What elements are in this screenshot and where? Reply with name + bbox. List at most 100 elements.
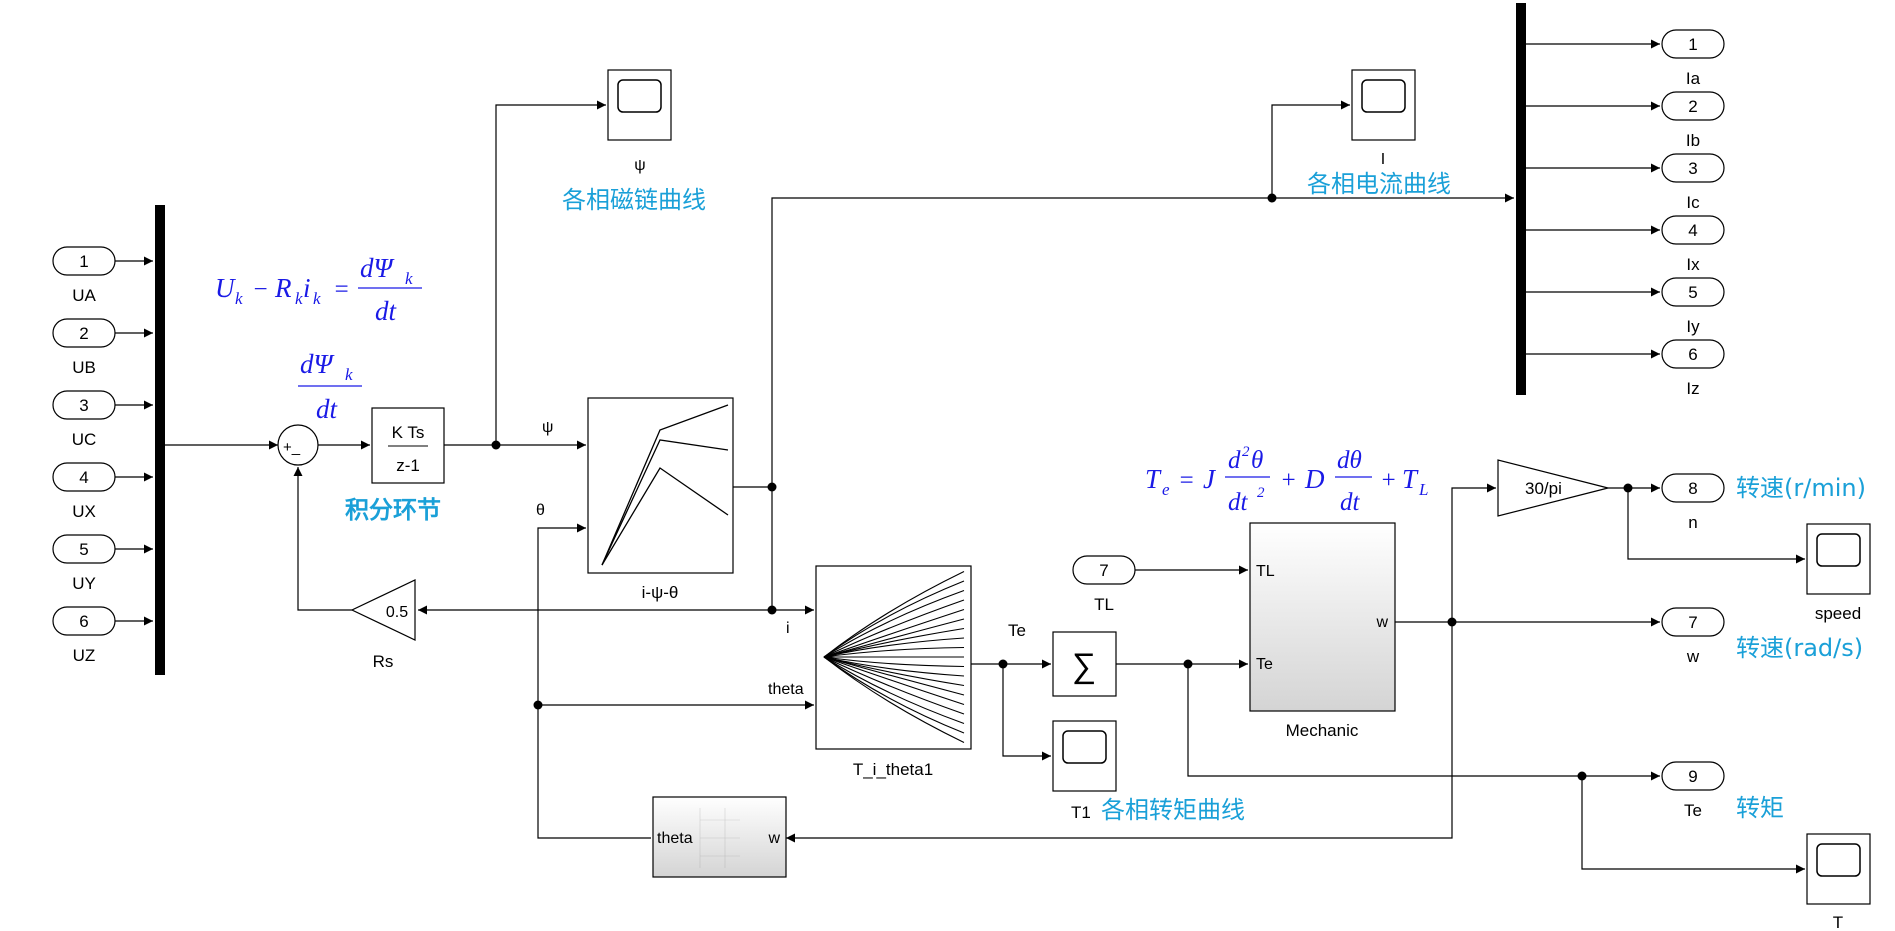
annotation-integral: 积分环节 — [345, 496, 441, 524]
outport-ic[interactable]: 3 — [1661, 153, 1725, 183]
svg-text:θ: θ — [1251, 447, 1263, 474]
svg-text:d: d — [1228, 447, 1241, 474]
wire-to-t-scope — [1581, 776, 1805, 874]
gain-rs-label: Rs — [373, 652, 394, 671]
wire-rs-to-sum — [293, 467, 352, 611]
inport-tl[interactable]: 7 — [1072, 555, 1136, 585]
torque-curve-line — [823, 599, 965, 658]
svg-text:=: = — [333, 276, 350, 303]
wire-to-current-scope — [1271, 100, 1350, 198]
outport-n-label: n — [1688, 513, 1697, 532]
lookup-psi-label: i-ψ-θ — [642, 583, 679, 602]
svg-text:k: k — [345, 365, 353, 384]
outport-label: Ia — [1686, 69, 1701, 88]
gain-rs-block[interactable]: 0.5 — [350, 579, 416, 641]
inport-number: 1 — [79, 252, 88, 271]
outport-ib[interactable]: 2 — [1661, 91, 1725, 121]
scope-speed-label: speed — [1815, 604, 1861, 623]
svg-text:dΨ: dΨ — [360, 253, 396, 283]
mechanic-subsystem-block[interactable]: TL Te w — [1249, 522, 1396, 712]
outport-ia[interactable]: 1 — [1661, 29, 1725, 59]
torque-curve-line — [823, 646, 965, 658]
outport-iy[interactable]: 5 — [1661, 277, 1725, 307]
gain-speed-block[interactable]: 30/pi — [1497, 459, 1609, 517]
torque-curve-line — [823, 656, 965, 696]
equation-mechanical: T e = J d 2 θ dt 2 + D dθ dt + T L — [1145, 444, 1428, 516]
torque-curve-line — [823, 589, 965, 658]
annotation-torque: 转矩 — [1736, 794, 1784, 822]
lookup-torque-block[interactable] — [815, 565, 972, 750]
demux-bar[interactable] — [1516, 3, 1526, 395]
equation-voltage: U k − R k i k = dΨ k dt — [215, 253, 422, 326]
inport-number: 2 — [79, 324, 88, 343]
scope-current[interactable] — [1351, 69, 1416, 141]
inport-number: 5 — [79, 540, 88, 559]
torque-curve-line — [823, 656, 965, 706]
inport-ua[interactable]: 1 — [52, 246, 116, 276]
sigma-symbol: ∑ — [1072, 647, 1096, 685]
outport-te-number: 9 — [1688, 767, 1697, 786]
signal-label-te: Te — [1008, 621, 1026, 640]
svg-text:k: k — [235, 289, 243, 308]
lookup-i-psi-theta-block[interactable] — [587, 397, 734, 574]
outport-ix[interactable]: 4 — [1661, 215, 1725, 245]
theta-block-port-out: theta — [657, 830, 693, 847]
outport-n[interactable]: 8 — [1661, 473, 1725, 503]
mux-bar[interactable] — [155, 205, 165, 675]
inport-label: UC — [72, 430, 97, 449]
svg-text:D: D — [1304, 464, 1325, 494]
scope-t-label: T — [1833, 913, 1843, 931]
outport-number: 4 — [1688, 221, 1697, 240]
inport-label: UA — [72, 286, 96, 305]
signal-label-theta: θ — [536, 502, 545, 519]
inport-uc[interactable]: 3 — [52, 390, 116, 420]
annotation-speed-rads: 转速(rad/s) — [1736, 634, 1863, 662]
sum-block[interactable]: +_ — [277, 424, 319, 466]
wire-w-to-gain — [1451, 483, 1496, 622]
svg-text:J: J — [1203, 464, 1217, 494]
torque-curve-line — [823, 656, 965, 734]
svg-text:+: + — [1280, 467, 1297, 494]
scope-psi[interactable] — [607, 69, 672, 141]
inport-ux[interactable]: 4 — [52, 462, 116, 492]
svg-text:k: k — [405, 269, 413, 288]
theta-subsystem-block[interactable]: theta w — [652, 796, 787, 878]
torque-curve-line — [823, 656, 965, 743]
scope-t[interactable] — [1806, 833, 1871, 905]
outport-w-label: w — [1686, 647, 1700, 666]
inport-label: UY — [72, 574, 96, 593]
sum-of-elements-block[interactable]: ∑ — [1052, 631, 1117, 697]
scope-current-label: I — [1381, 151, 1385, 168]
outport-iz[interactable]: 6 — [1661, 339, 1725, 369]
inport-uy[interactable]: 5 — [52, 534, 116, 564]
signal-label-theta-in: theta — [768, 681, 804, 698]
wire-to-psi-scope — [495, 100, 606, 445]
svg-text:dt: dt — [1228, 489, 1249, 516]
svg-text:k: k — [313, 289, 321, 308]
scope-psi-label: ψ — [634, 157, 645, 174]
torque-curve-line — [823, 608, 965, 658]
inport-label: UB — [72, 358, 96, 377]
wire-current-to-torque — [771, 487, 814, 615]
annotation-speed-rpm: 转速(r/min) — [1736, 474, 1866, 502]
mechanic-port-tl: TL — [1256, 563, 1275, 580]
svg-text:dt: dt — [375, 296, 398, 326]
outport-w[interactable]: 7 — [1661, 607, 1725, 637]
svg-text:2: 2 — [1242, 444, 1250, 460]
svg-text:2: 2 — [1257, 485, 1265, 501]
integrator-numerator: K Ts — [392, 423, 425, 442]
inport-ub[interactable]: 2 — [52, 318, 116, 348]
outport-label: Ib — [1686, 131, 1700, 150]
inport-uz[interactable]: 6 — [52, 606, 116, 636]
outport-te[interactable]: 9 — [1661, 761, 1725, 791]
svg-text:dt: dt — [1340, 489, 1361, 516]
mechanic-label: Mechanic — [1286, 721, 1359, 740]
discrete-integrator-block[interactable]: K Ts z-1 — [371, 407, 445, 484]
outport-label: Iz — [1686, 379, 1699, 398]
svg-text:T: T — [1402, 464, 1419, 494]
scope-t1[interactable] — [1052, 720, 1117, 792]
scope-speed[interactable] — [1806, 523, 1871, 595]
torque-curve-line — [823, 580, 965, 658]
integrator-denominator: z-1 — [396, 456, 420, 475]
svg-text:dθ: dθ — [1337, 447, 1362, 474]
